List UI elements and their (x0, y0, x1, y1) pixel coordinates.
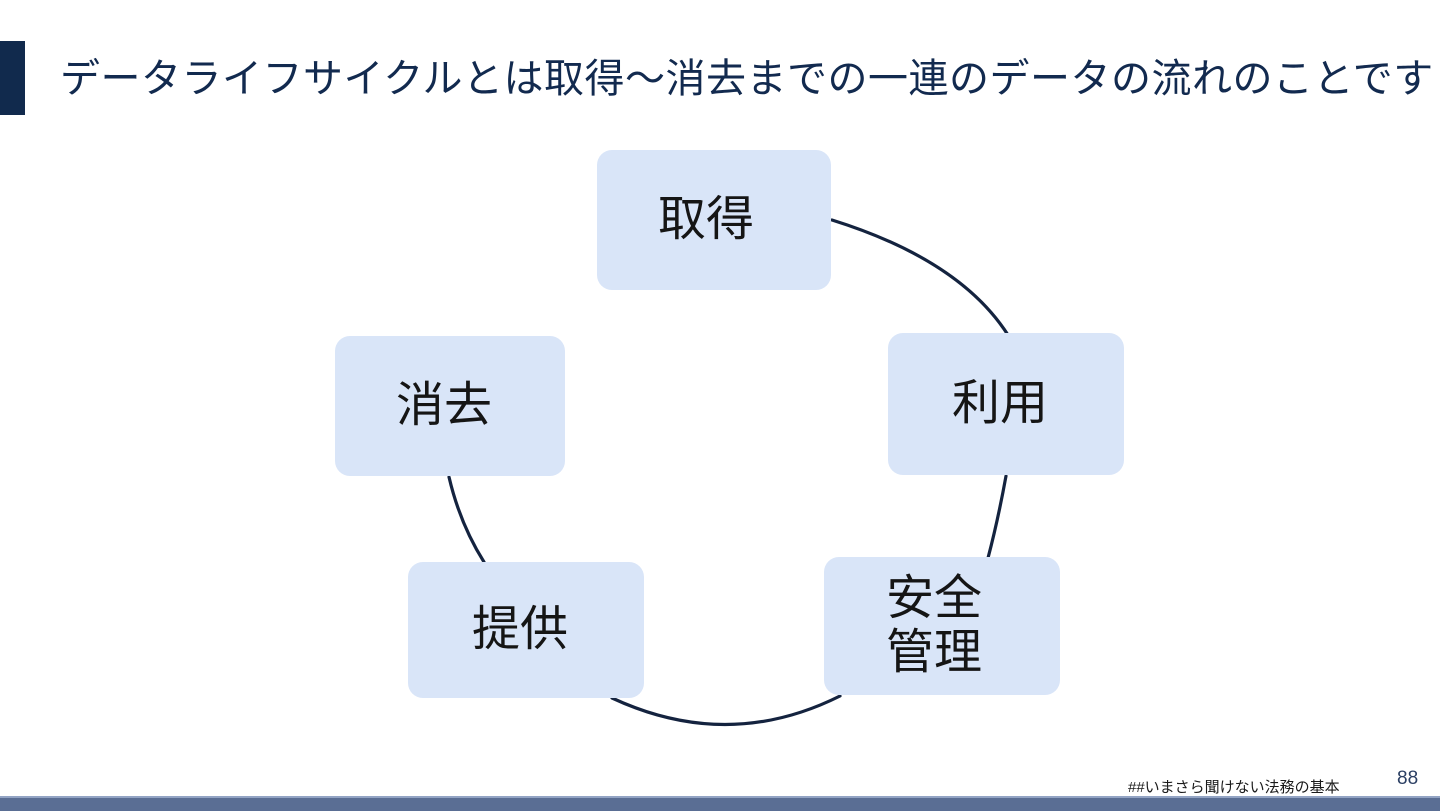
data-lifecycle-diagram: 取得 利用 安全 管理 提供 消去 (0, 120, 1440, 740)
cycle-node-label: 安全 管理 (885, 572, 982, 679)
cycle-node-riyou[interactable]: 利用 (888, 333, 1124, 475)
cycle-node-label: 利用 (951, 377, 1048, 431)
cycle-node-shutoku[interactable]: 取得 (597, 150, 831, 290)
page-title: データライフサイクルとは取得〜消去までの一連のデータの流れのことです (60, 57, 1434, 101)
cycle-node-shoukyo[interactable]: 消去 (335, 336, 565, 476)
cycle-node-label: 提供 (471, 603, 568, 657)
cycle-node-label: 取得 (657, 193, 754, 247)
arc-riyou-to-anzen (986, 474, 1008, 560)
arc-anzen-to-teikyou (610, 694, 842, 727)
title-accent-bar (0, 41, 25, 115)
cycle-node-anzen-kanri[interactable]: 安全 管理 (824, 557, 1060, 695)
cycle-node-teikyou[interactable]: 提供 (408, 562, 644, 698)
cycle-node-label: 消去 (395, 379, 492, 433)
bottom-bar-highlight (0, 796, 1440, 798)
footer-note: ##いまさら聞けない法務の基本 (1128, 779, 1340, 796)
arc-shutoku-to-riyou (830, 218, 1010, 337)
page-number: 88 (1397, 768, 1419, 789)
arc-teikyou-to-shoukyo (447, 475, 486, 564)
bottom-bar (0, 796, 1440, 811)
